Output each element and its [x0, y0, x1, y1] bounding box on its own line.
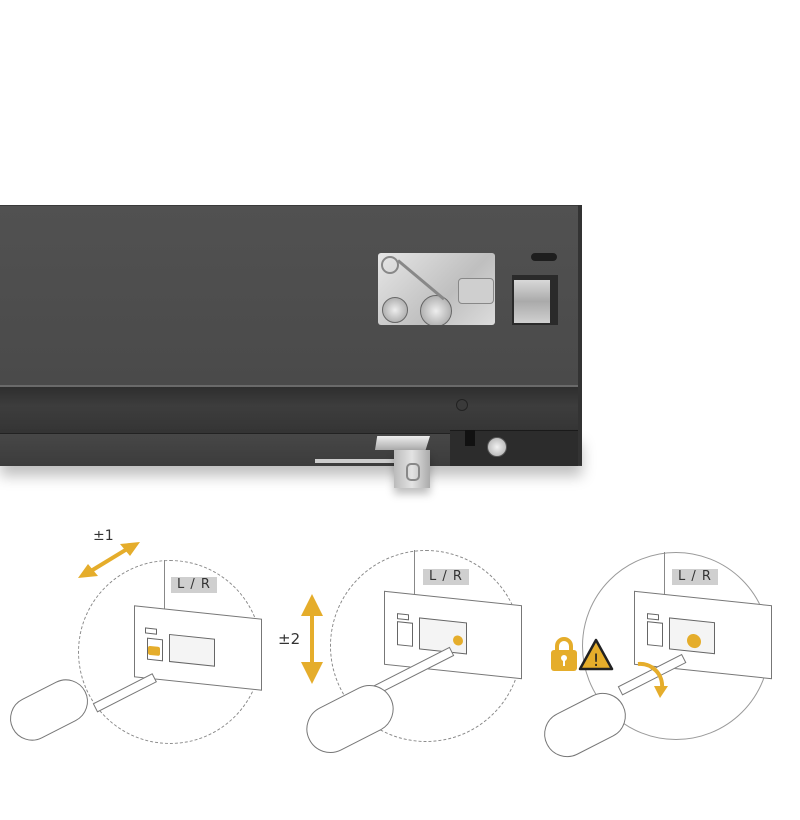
cam-plate [458, 278, 494, 304]
wall-line [664, 552, 665, 602]
screwdriver-handle [2, 671, 96, 749]
double-arrow-vertical-icon [301, 594, 323, 684]
panel-slot [531, 253, 557, 261]
screw-icon [382, 297, 408, 323]
screw-icon [487, 437, 507, 457]
instruction-step-2: L / R ±2 [270, 540, 530, 820]
lr-label: L / R [423, 569, 469, 585]
tab-hole [406, 463, 420, 481]
spring-icon [381, 256, 399, 274]
instruction-step-1: L / R ±1 [0, 520, 262, 800]
screw-icon [420, 295, 452, 325]
highlighted-screw [148, 645, 160, 657]
mounting-tab [394, 450, 430, 488]
padlock-icon [551, 637, 577, 671]
highlighted-screw [453, 635, 463, 647]
runner-plate [384, 590, 522, 680]
panel-end-edge [578, 205, 582, 465]
adjustment-value: ±1 [93, 528, 114, 544]
lever-arm [397, 259, 445, 301]
metal-clip [375, 436, 430, 450]
slot-insert [514, 280, 550, 323]
instruction-step-3: L / R ! [530, 540, 790, 820]
wall-line [414, 550, 415, 600]
lr-label: L / R [171, 577, 217, 593]
double-arrow-diagonal-icon [78, 542, 140, 578]
runner-strip [315, 459, 395, 463]
rotate-arrow-icon [637, 661, 668, 698]
lr-label: L / R [672, 569, 718, 585]
adjustment-mechanism-window [378, 253, 495, 325]
panel-hole [456, 399, 468, 411]
warning-triangle-icon: ! [578, 638, 614, 671]
wall-line [164, 560, 165, 610]
cap-block [465, 430, 475, 446]
svg-text:!: ! [593, 651, 600, 671]
adjustment-value: ±2 [278, 630, 301, 648]
runner-lip [0, 385, 582, 435]
